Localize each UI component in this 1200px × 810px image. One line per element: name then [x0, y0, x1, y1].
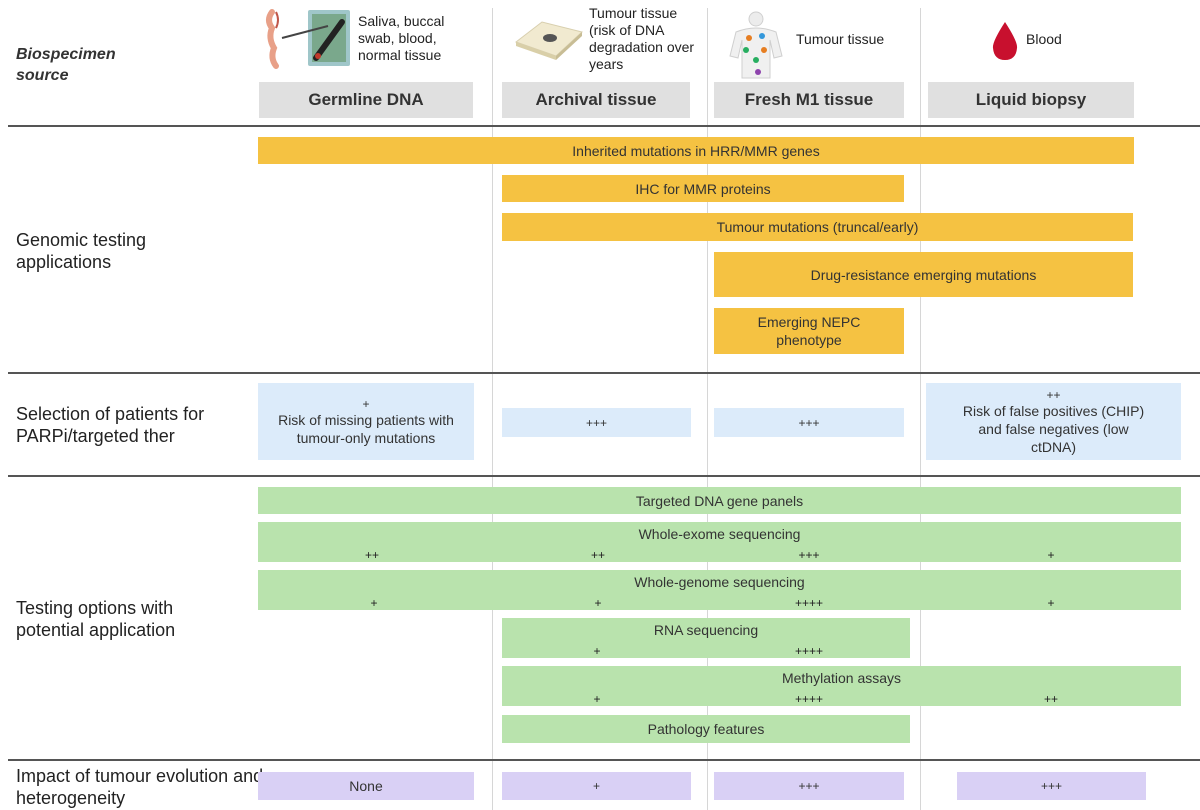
row-label-genomic: Genomic testing applications: [16, 230, 147, 272]
cell-selection-liquid: ++ Risk of false positives (CHIP) and fa…: [926, 383, 1181, 460]
bar-drug-resistance: Drug-resistance emerging mutations: [714, 252, 1133, 297]
bar-pathology: Pathology features: [502, 715, 910, 743]
cell-impact-germline: None: [258, 772, 474, 800]
score-liquid: ++: [1043, 692, 1059, 706]
section-divider: [8, 125, 1200, 127]
score-archival: +: [593, 692, 601, 706]
score-text: +: [362, 396, 370, 411]
bar-inherited-mutations: Inherited mutations in HRR/MMR genes: [258, 137, 1134, 164]
cell-impact-archival: +: [502, 772, 691, 800]
cell-selection-germline: + Risk of missing patients with tumour-o…: [258, 383, 474, 460]
section-divider: [8, 759, 1200, 761]
bar-nepc-phenotype: Emerging NEPC phenotype: [714, 308, 904, 354]
note-text: Risk of missing patients with tumour-onl…: [278, 411, 454, 446]
cell-selection-fresh: +++: [714, 408, 904, 437]
score-archival: +: [594, 596, 602, 610]
score-fresh: ++++: [794, 644, 824, 658]
column-divider: [920, 8, 921, 810]
blood-drop-icon: [992, 22, 1018, 60]
bar-whole-exome: Whole-exome sequencing ++ ++ +++ +: [258, 522, 1181, 562]
row-label-source: Biospecimen source: [16, 46, 116, 84]
column-header-liquid: Liquid biopsy: [928, 82, 1134, 118]
saliva-swab-icon: [266, 9, 350, 69]
row-label-testing: Testing options with potential applicati…: [16, 598, 176, 640]
cell-selection-archival: +++: [502, 408, 691, 437]
liquid-source-desc: Blood: [1026, 31, 1062, 47]
score-germline: +: [370, 596, 378, 610]
bar-title: Whole-genome sequencing: [634, 574, 805, 590]
bar-ihc-mmr: IHC for MMR proteins: [502, 175, 904, 202]
score-text: ++: [1046, 387, 1061, 402]
column-header-germline: Germline DNA: [259, 82, 473, 118]
score-germline: ++: [364, 548, 380, 562]
bar-targeted-panels: Targeted DNA gene panels: [258, 487, 1181, 514]
section-divider: [8, 372, 1200, 374]
note-text: Risk of false positives (CHIP) and false…: [962, 402, 1145, 455]
bar-whole-genome: Whole-genome sequencing + + ++++ +: [258, 570, 1181, 610]
cell-impact-fresh: +++: [714, 772, 904, 800]
archival-source-desc: Tumour tissue (risk of DNA degradation o…: [589, 5, 695, 72]
column-divider: [492, 8, 493, 810]
bar-rna-seq: RNA sequencing + ++++: [502, 618, 910, 658]
germline-source-desc: Saliva, buccal swab, blood, normal tissu…: [358, 13, 445, 63]
score-archival: +: [593, 644, 601, 658]
bar-tumour-mutations: Tumour mutations (truncal/early): [502, 213, 1133, 241]
fresh-source-desc: Tumour tissue: [796, 31, 885, 47]
score-fresh: ++++: [794, 692, 824, 706]
score-fresh: +++: [798, 548, 820, 562]
row-label-selection: Selection of patients for PARPi/targeted…: [16, 404, 205, 446]
row-label-impact: Impact of tumour evolution and heterogen…: [16, 766, 264, 808]
bar-methylation: Methylation assays + ++++ ++: [502, 666, 1181, 706]
score-archival: ++: [590, 548, 606, 562]
column-header-fresh: Fresh M1 tissue: [714, 82, 904, 118]
score-fresh: ++++: [794, 596, 824, 610]
score-liquid: +: [1047, 548, 1055, 562]
bar-title: RNA sequencing: [653, 622, 759, 638]
tissue-block-icon: [514, 21, 584, 60]
column-divider: [707, 8, 708, 810]
bar-title: Methylation assays: [781, 670, 902, 686]
cell-impact-liquid: +++: [957, 772, 1146, 800]
column-header-archival: Archival tissue: [502, 82, 690, 118]
body-organs-icon: [729, 11, 783, 79]
section-divider: [8, 475, 1200, 477]
score-liquid: +: [1047, 596, 1055, 610]
bar-title: Whole-exome sequencing: [638, 526, 801, 542]
